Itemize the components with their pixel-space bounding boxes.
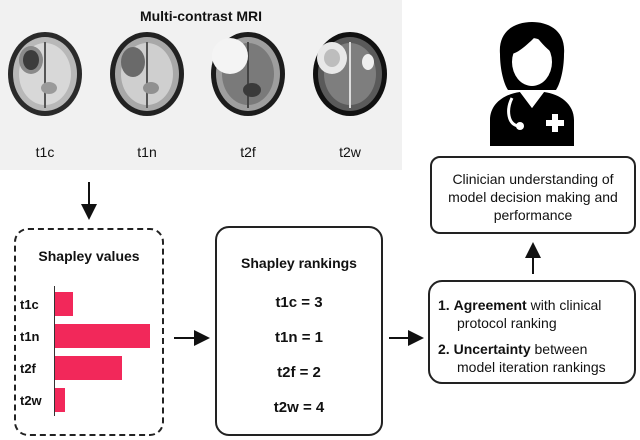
bar-label-t1c: t1c (20, 297, 39, 312)
mri-label-t2f: t2f (240, 144, 256, 160)
bar-t1n (55, 324, 150, 348)
bar-label-t2f: t2f (20, 361, 36, 376)
clinician-box (430, 156, 636, 234)
outcomes-box (428, 280, 636, 384)
outcome-text: between (530, 341, 588, 357)
brain-scan-t1n (110, 32, 184, 116)
clinician-line: Clinician understanding of (452, 171, 614, 187)
clinician-text: Clinician understanding of model decisio… (430, 170, 636, 224)
shapley-rankings-box (215, 226, 383, 436)
shapley-values-box (14, 228, 164, 436)
bar-label-t1n: t1n (20, 329, 40, 344)
outcome-keyword: Agreement (453, 297, 527, 313)
shapley-rankings-title: Shapley rankings (241, 255, 357, 271)
outcome-item-agreement-line2: protocol ranking (457, 315, 557, 331)
doctor-icon (490, 22, 574, 146)
shapley-values-title: Shapley values (38, 248, 140, 264)
mri-label-t1n: t1n (137, 144, 157, 160)
clinician-line: performance (493, 207, 573, 223)
brain-scan-t2f (211, 32, 285, 116)
bar-label-t2w: t2w (20, 393, 42, 408)
bar-t2w (55, 388, 65, 412)
mri-title: Multi-contrast MRI (139, 8, 263, 24)
mri-label-t1c: t1c (35, 144, 55, 160)
outcome-item-agreement: 1. Agreement with clinical (438, 296, 601, 314)
ranking-item: t2w = 4 (273, 399, 325, 416)
ranking-item: t2f = 2 (277, 364, 321, 381)
outcome-text: with clinical (526, 297, 602, 313)
outcome-number: 1. (438, 297, 450, 313)
ranking-item: t1c = 3 (275, 294, 323, 311)
bar-t2f (55, 356, 122, 380)
brain-scan-t2w (313, 32, 387, 116)
bar-t1c (55, 292, 73, 316)
bar-axis (54, 286, 55, 416)
clinician-line: model decision making and (448, 189, 618, 205)
brain-scan-t1c (8, 32, 82, 116)
outcome-keyword: Uncertainty (453, 341, 531, 357)
mri-label-t2w: t2w (339, 144, 361, 160)
ranking-item: t1n = 1 (275, 329, 323, 346)
outcome-item-uncertainty-line2: model iteration rankings (457, 359, 606, 375)
outcome-item-uncertainty: 2. Uncertainty between (438, 340, 587, 358)
outcome-number: 2. (438, 341, 450, 357)
